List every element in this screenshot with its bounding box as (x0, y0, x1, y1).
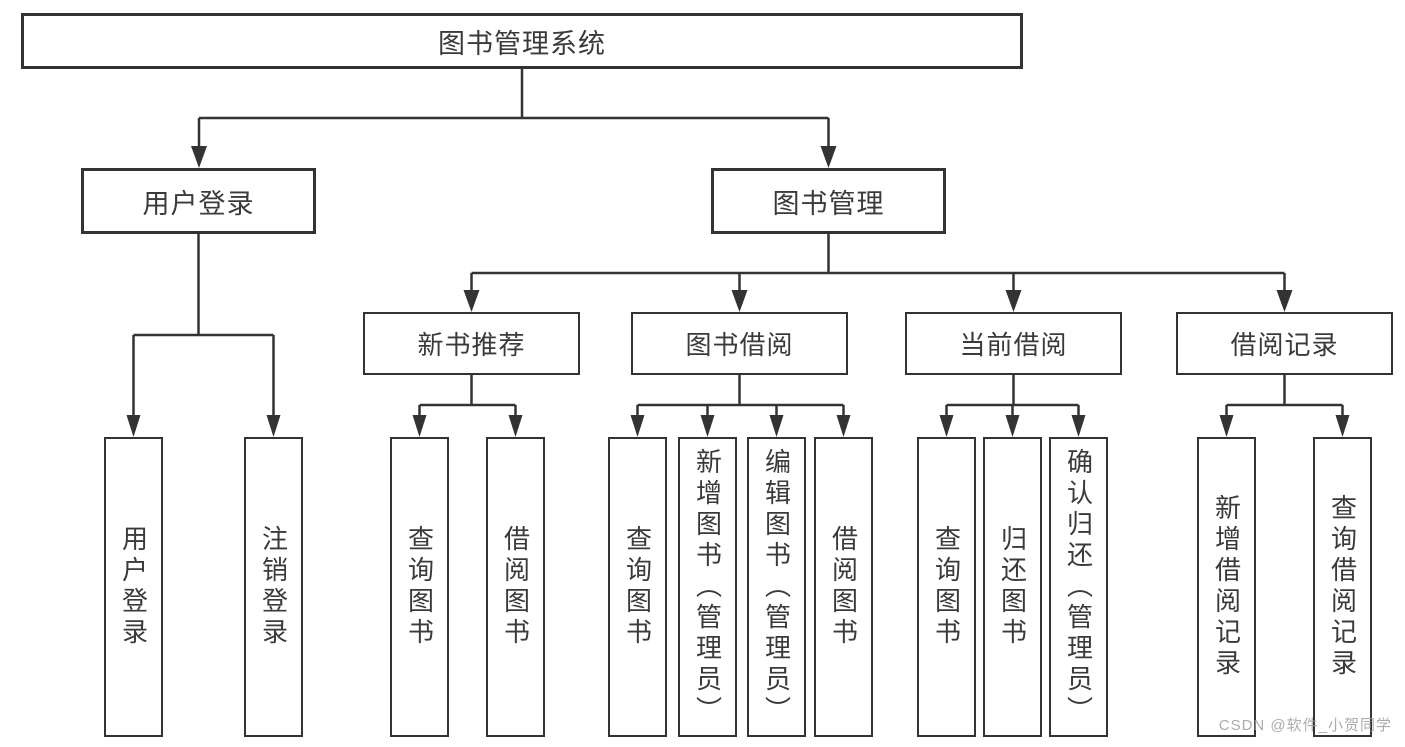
node-book-management: 图书管理 (711, 168, 946, 234)
leaf-return-books: 归还图书 (983, 437, 1042, 737)
node-borrowing-records: 借阅记录 (1176, 312, 1393, 375)
leaf-add-borrow-record: 新增借阅记录 (1197, 437, 1256, 737)
node-new-book-recommendation: 新书推荐 (363, 312, 580, 375)
csdn-watermark: CSDN @软件_小贺同学 (1218, 717, 1392, 734)
leaf-query-books-current: 查询图书 (917, 437, 976, 737)
node-current-borrowing: 当前借阅 (905, 312, 1122, 375)
leaf-logout: 注销登录 (244, 437, 303, 737)
leaf-query-books-recommend: 查询图书 (390, 437, 449, 737)
arrowheads (126, 146, 1350, 437)
node-book-borrowing: 图书借阅 (631, 312, 848, 375)
leaf-add-books-admin: 新增图书（管理员） (678, 437, 737, 737)
leaf-user-login: 用户登录 (104, 437, 163, 737)
leaf-query-borrow-record: 查询借阅记录 (1313, 437, 1372, 737)
leaf-query-books-borrowing: 查询图书 (608, 437, 667, 737)
node-user-login: 用户登录 (81, 168, 316, 234)
leaf-borrow-books-recommend: 借阅图书 (486, 437, 545, 737)
node-library-management-system: 图书管理系统 (21, 13, 1023, 69)
leaf-confirm-return-admin: 确认归还（管理员） (1049, 437, 1108, 737)
leaf-borrow-books-borrowing: 借阅图书 (814, 437, 873, 737)
leaf-edit-books-admin: 编辑图书（管理员） (747, 437, 806, 737)
